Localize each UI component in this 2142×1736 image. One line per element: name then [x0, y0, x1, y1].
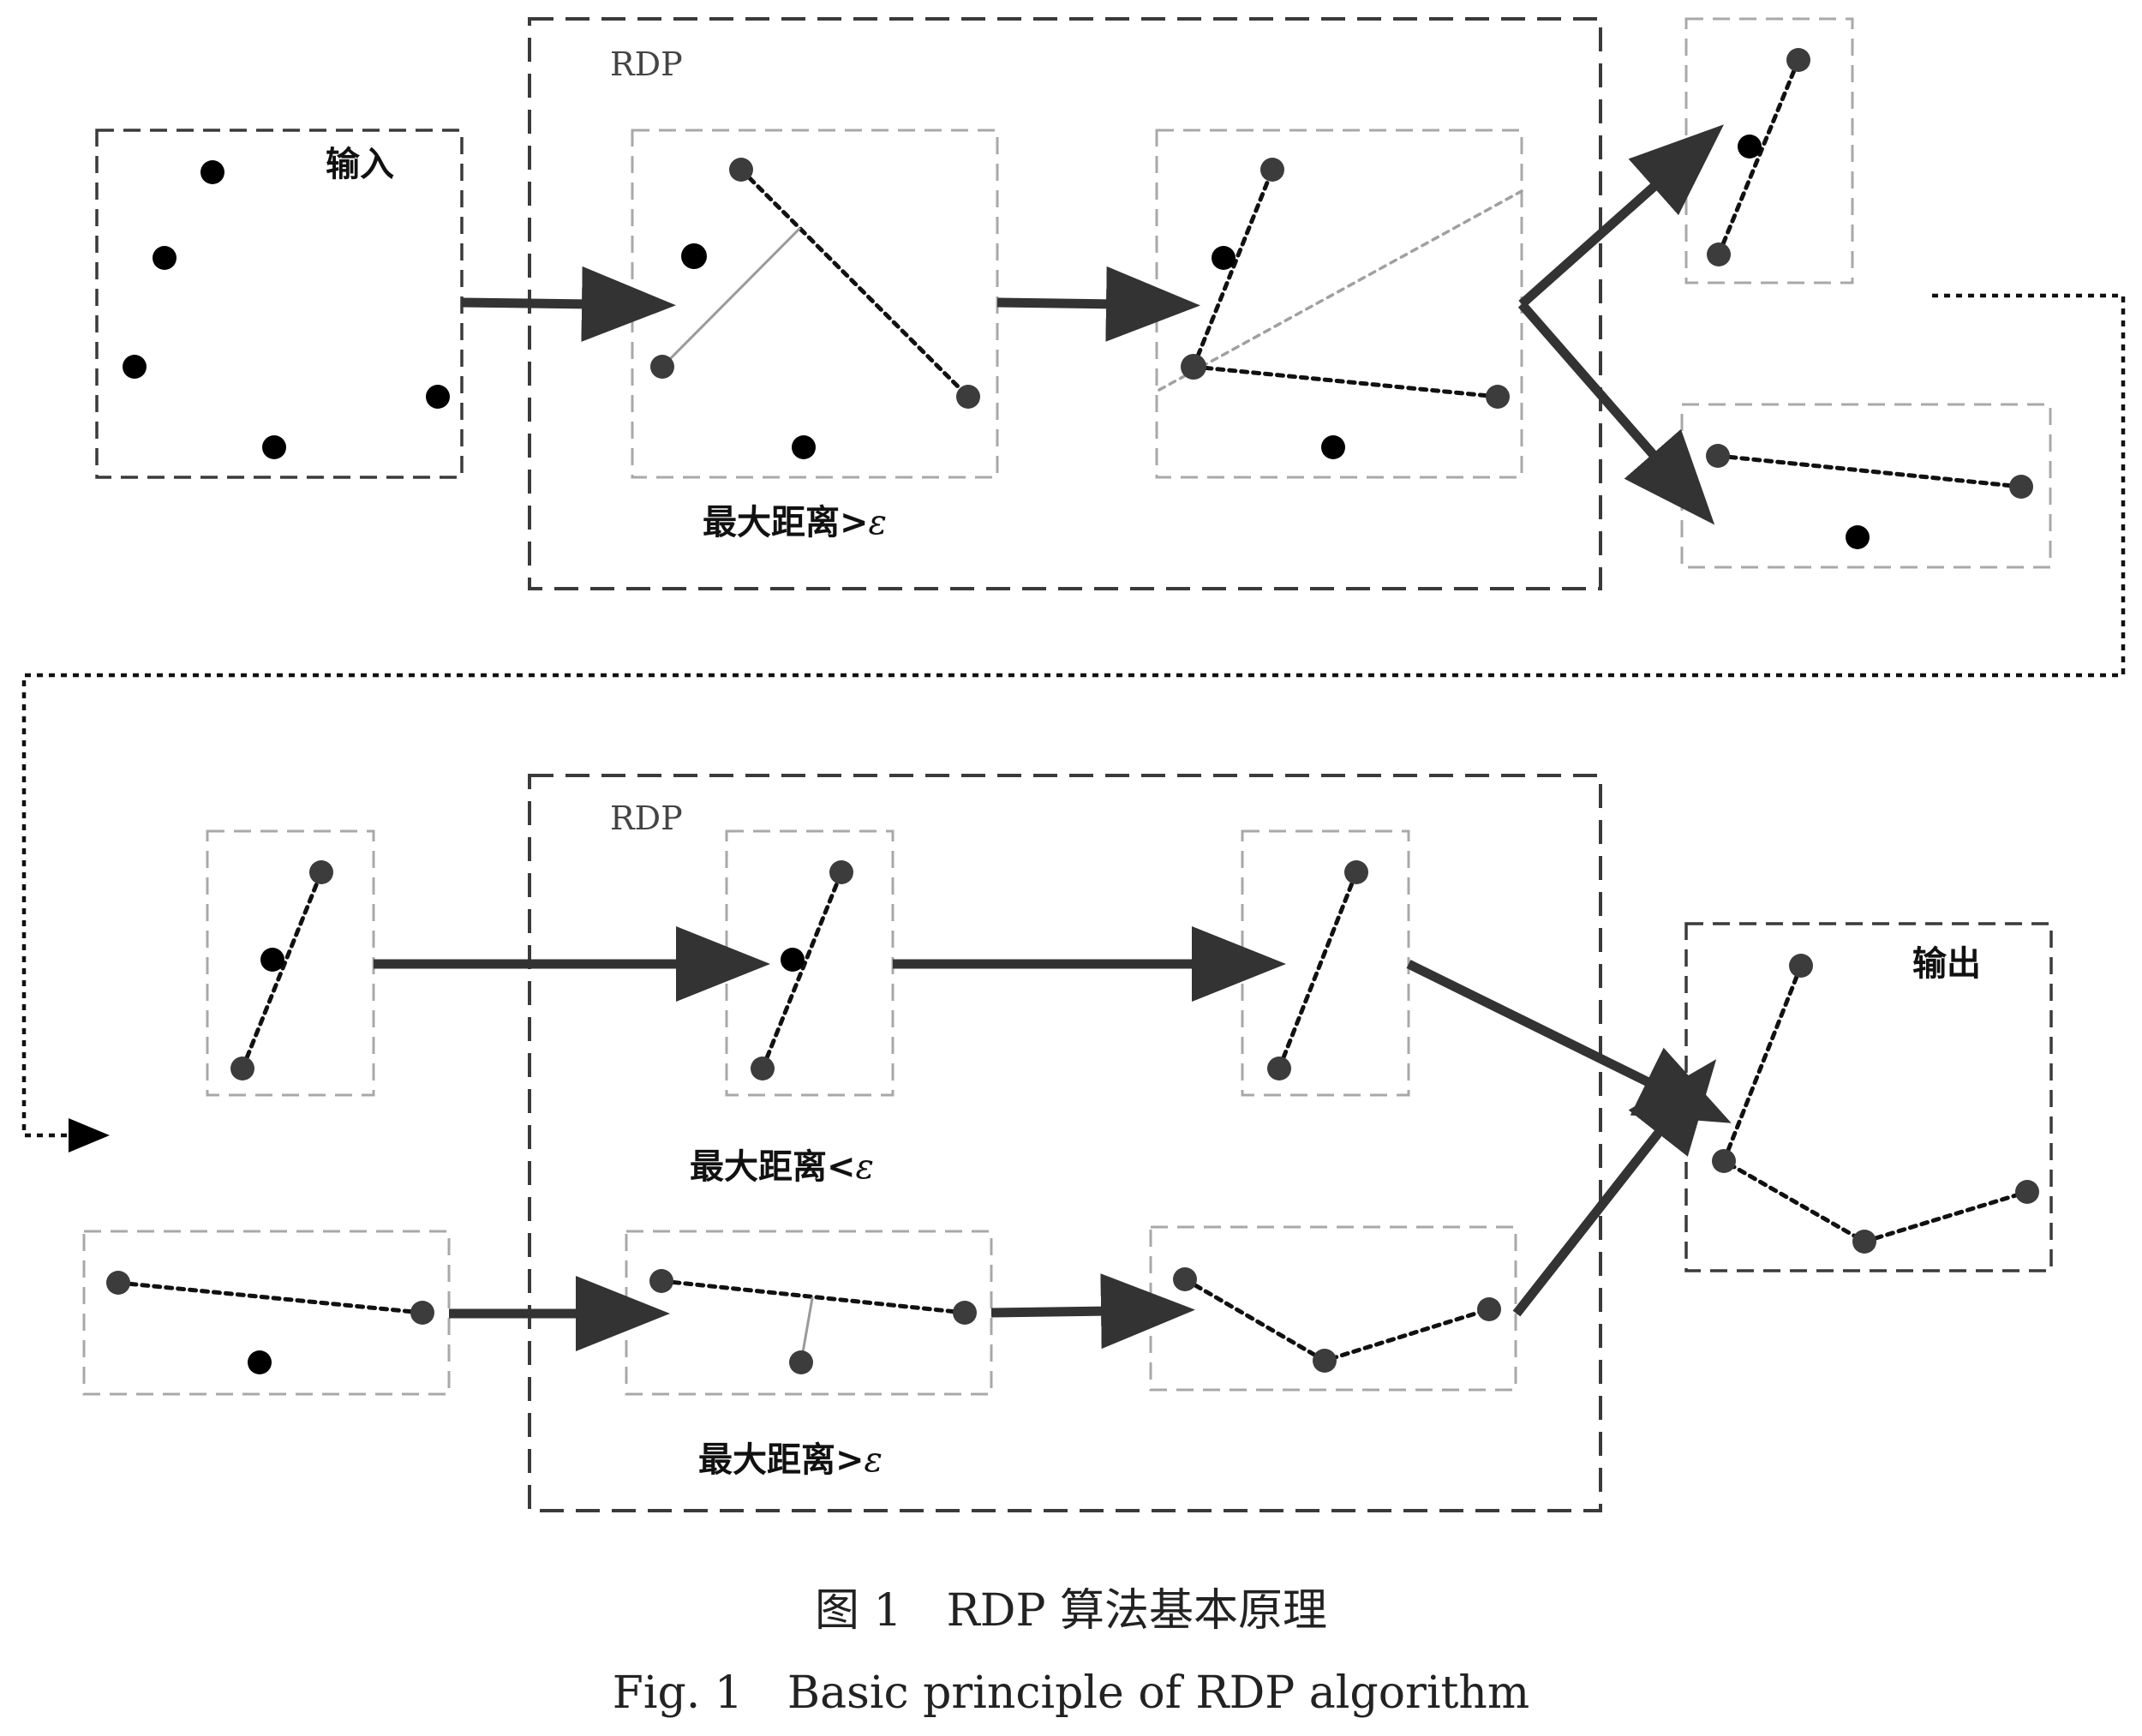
point: [1173, 1267, 1197, 1291]
step1-points: [650, 158, 980, 459]
input-points: [123, 160, 450, 459]
arrow-bottom-c-to-output: [1406, 960, 1732, 1123]
condition-label-bottom: 最大距离>ε: [698, 1440, 883, 1480]
point: [1789, 954, 1813, 978]
point: [1852, 1230, 1876, 1254]
arrow-split-upper: [1518, 124, 1724, 308]
bottom-d-points: [106, 1271, 434, 1374]
point: [1313, 1349, 1337, 1373]
point: [729, 158, 753, 182]
point: [2009, 475, 2033, 499]
split-lower-dotted: [1715, 453, 2024, 489]
point: [230, 1057, 254, 1081]
point: [1786, 48, 1810, 72]
bottom-f-dotted: [1182, 1277, 1492, 1363]
arrow-bottom-e-to-f: [990, 1273, 1195, 1350]
point: [1486, 385, 1510, 409]
point: [1706, 444, 1730, 468]
output-label: 输出: [1912, 944, 1981, 984]
arrow-split-lower: [1517, 301, 1715, 525]
step1-perpendicular: [661, 227, 801, 368]
point: [153, 246, 177, 270]
point: [792, 435, 816, 459]
bottom-b-panel: [725, 829, 894, 1097]
step2-dotted-upper: [1191, 167, 1275, 369]
point: [410, 1301, 434, 1325]
bottom-a-points: [230, 860, 333, 1081]
point: [956, 385, 980, 409]
point: [1477, 1297, 1501, 1321]
step2-dotted-lower: [1191, 364, 1500, 399]
point: [426, 385, 450, 409]
arrow-bottom-f-to-output: [1512, 1059, 1717, 1317]
bottom-a-dotted: [240, 870, 324, 1071]
step2-points: [1181, 158, 1510, 459]
step2-gray-dotted: [1158, 189, 1523, 392]
point: [1738, 135, 1762, 159]
row-connector-path: [21, 293, 2126, 1138]
bottom-d-dotted: [116, 1280, 425, 1315]
caption-english: Fig. 1 Basic principle of RDP algorithm: [613, 1667, 1529, 1719]
bottom-c-panel: [1241, 829, 1410, 1097]
rdp-label-top: RDP: [610, 45, 683, 83]
point: [1712, 1149, 1736, 1173]
point: [262, 435, 286, 459]
bottom-c-dotted: [1277, 870, 1359, 1071]
output-panel: [1684, 922, 2053, 1272]
arrow-input-to-step1: [461, 266, 676, 342]
point: [1212, 246, 1236, 270]
point: [1846, 525, 1870, 549]
split-upper-points: [1707, 48, 1810, 266]
point: [200, 160, 224, 184]
bottom-b-dotted: [760, 870, 844, 1071]
input-label: 输入: [326, 145, 394, 184]
bottom-a-panel: [206, 829, 375, 1097]
point: [1344, 860, 1368, 884]
point: [1707, 242, 1731, 266]
output-points: [1712, 954, 2039, 1254]
point: [2015, 1180, 2039, 1204]
point: [260, 948, 284, 972]
point: [309, 860, 333, 884]
step1-panel: [631, 129, 999, 479]
point: [1260, 158, 1284, 182]
bottom-e-dotted: [659, 1278, 967, 1315]
point: [829, 860, 853, 884]
point: [681, 243, 707, 269]
point: [751, 1057, 775, 1081]
point: [248, 1350, 272, 1374]
step1-dotted-segment: [739, 167, 971, 399]
point: [953, 1301, 977, 1325]
output-dotted: [1720, 963, 2030, 1244]
caption-chinese: 图 1 RDP 算法基本原理: [815, 1585, 1327, 1637]
split-upper-panel: [1684, 17, 1854, 284]
row-connector-arrowhead: [69, 1118, 110, 1152]
point: [1267, 1057, 1291, 1081]
split-upper-dotted: [1716, 57, 1801, 257]
bottom-c-points: [1267, 860, 1368, 1081]
condition-label-middle: 最大距离<ε: [690, 1147, 874, 1187]
point: [781, 948, 805, 972]
point: [123, 355, 147, 379]
point: [106, 1271, 130, 1295]
rdp-label-bottom: RDP: [610, 799, 683, 837]
arrow-step1-to-step2: [996, 266, 1200, 342]
point: [789, 1350, 813, 1374]
point: [649, 1269, 673, 1293]
rdp-group-bottom: [528, 774, 1602, 1512]
point: [1321, 435, 1345, 459]
condition-label-top: 最大距离>ε: [703, 503, 887, 542]
input-panel: [95, 129, 464, 479]
step2-panel: [1155, 129, 1523, 479]
point: [1181, 354, 1206, 380]
bottom-b-points: [751, 860, 853, 1081]
point: [650, 355, 674, 379]
